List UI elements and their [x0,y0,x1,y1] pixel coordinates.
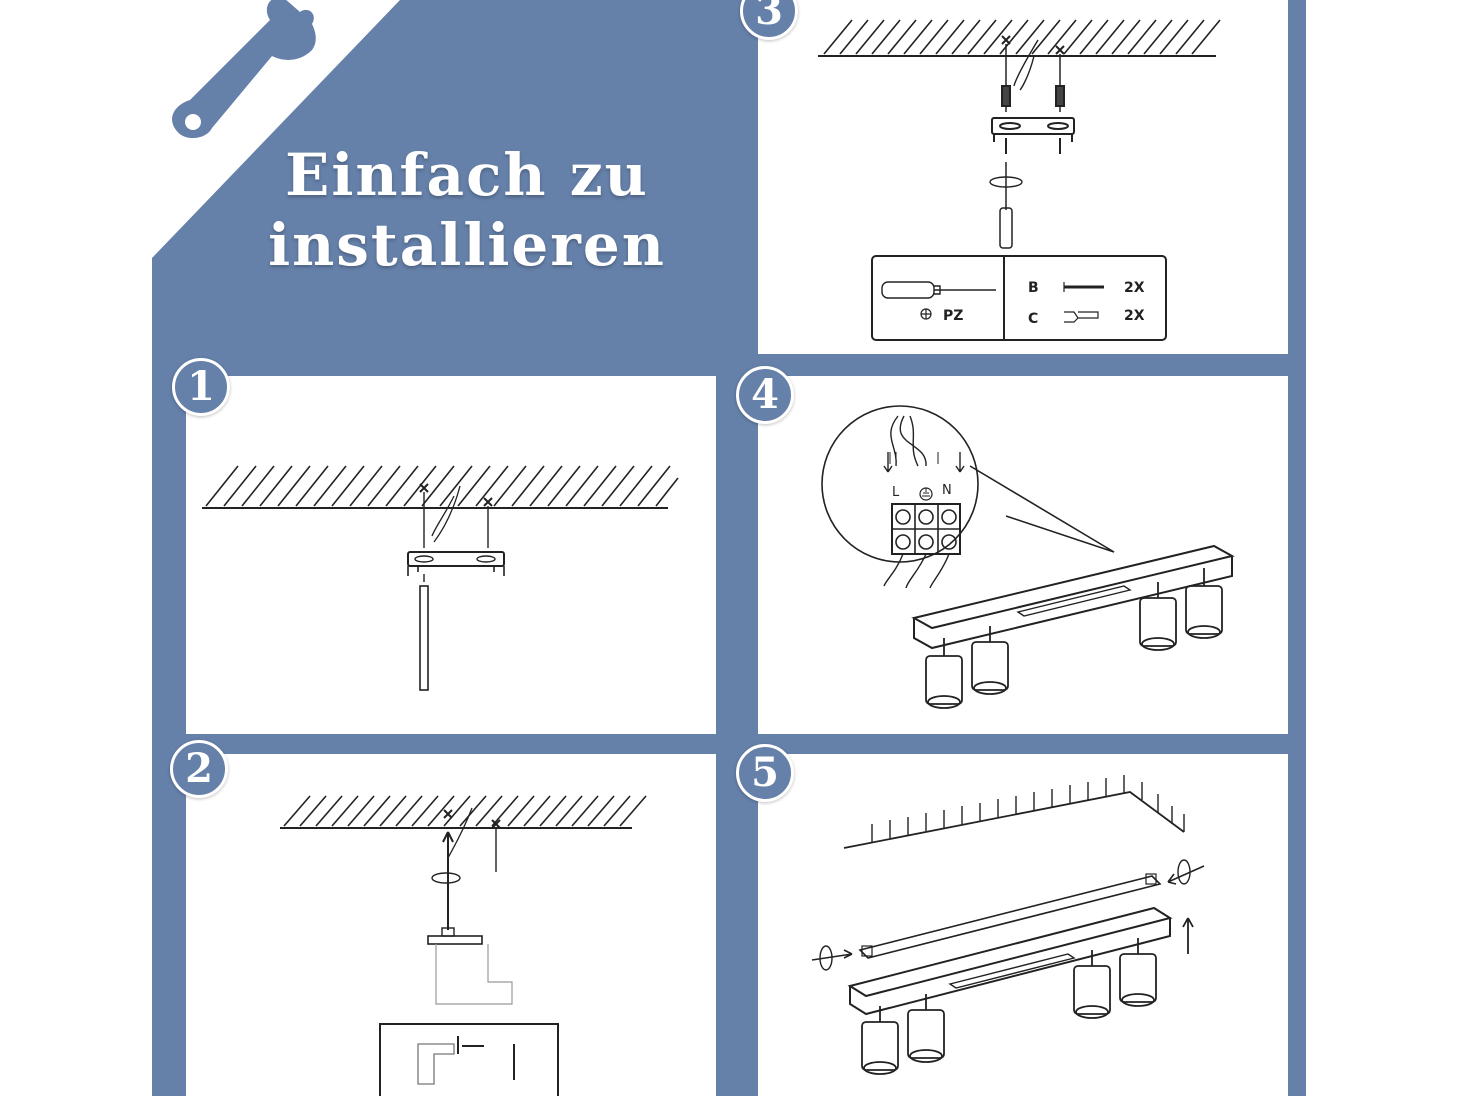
step-4-panel: L N [758,376,1288,734]
step-5-panel [758,754,1288,1096]
screw-icon [1063,282,1104,292]
step-4-illustration: L N [821,405,1235,709]
step-badge-3: 3 [740,0,798,40]
part-c-code: C [1028,311,1038,327]
part-b-qty: 2X [1124,280,1145,296]
step-3-panel: PZ B 2X C 2X [758,0,1288,354]
earth-symbol-icon [919,487,933,501]
step-1-illustration [202,465,679,691]
step-2-panel [186,754,716,1096]
step-1-panel [186,376,716,734]
tool-label: PZ [943,308,963,324]
step-badge-4: 4 [736,366,794,424]
part-b-code: B [1028,280,1039,296]
step-badge-2: 2 [170,740,228,798]
wire-label-live: L [892,485,900,500]
page-title: Einfach zu installieren [252,140,682,280]
step-5-illustration [811,775,1205,1075]
step-badge-1: 1 [172,358,230,416]
part-c-qty: 2X [1124,308,1145,324]
step-2-illustration [280,795,647,1096]
step-3-illustration: PZ B 2X C 2X [818,19,1221,341]
wire-label-neutral: N [942,483,952,498]
wrench-icon [172,0,316,138]
screwdriver-icon [881,281,996,299]
title-line-1: Einfach zu [285,141,649,209]
wall-plug-icon [1064,311,1099,323]
title-line-2: installieren [268,211,666,279]
step-badge-5: 5 [736,744,794,802]
